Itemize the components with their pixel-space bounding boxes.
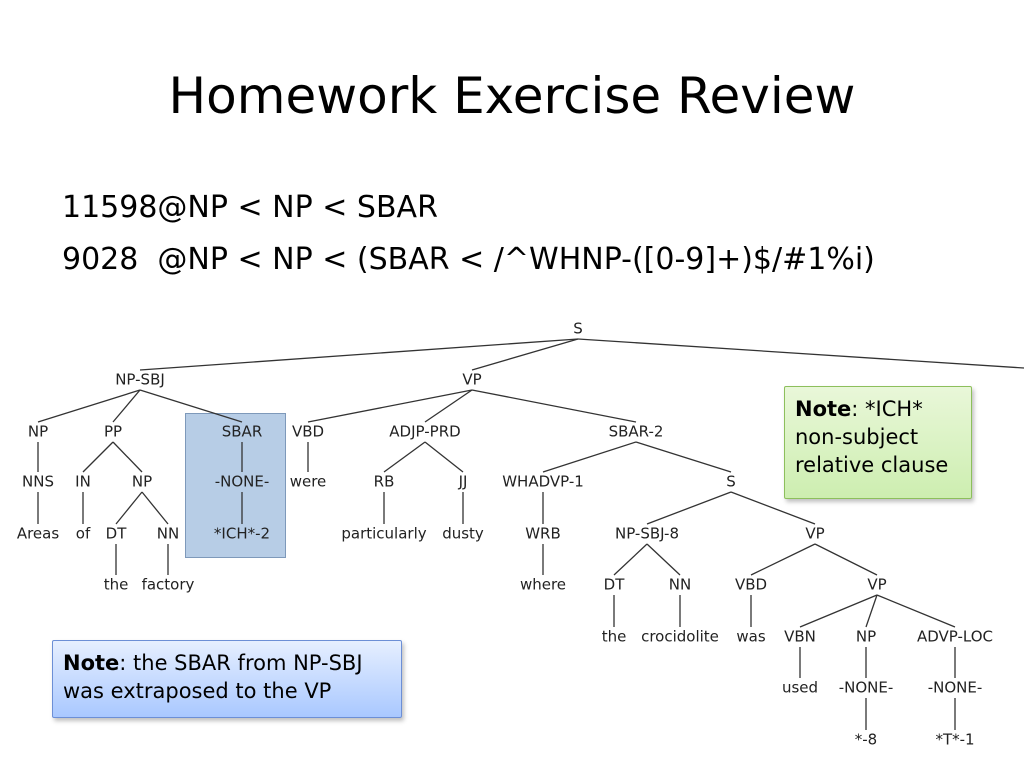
note-sbar: Note: the SBAR from NP-SBJ was extrapose…: [52, 640, 402, 718]
tree-node-where: where: [520, 576, 566, 594]
tree-edge-VP3-ADVP: [876, 594, 956, 628]
tree-node-the2: the: [602, 628, 627, 646]
tree-edge-S-VP: [471, 338, 579, 371]
tree-node-vbn: VBN: [784, 628, 816, 646]
tree-node-nn1: NN: [157, 525, 179, 543]
tree-edge-NP2-NN1: [141, 491, 169, 525]
tree-node-adjp: ADJP-PRD: [389, 423, 460, 441]
tree-edge-VP2-VBD2: [750, 543, 816, 576]
tree-node-star8: *-8: [855, 731, 877, 749]
tree-node-particularly: particularly: [341, 525, 426, 543]
tree-node-nn2: NN: [669, 576, 691, 594]
tree-node-advp: ADVP-LOC: [917, 628, 993, 646]
tree-node-t1: *T*-1: [935, 731, 974, 749]
tree-edge-VP3-VBN: [799, 594, 878, 628]
tree-edge-NPSBJ-PP: [112, 389, 141, 423]
tree-node-of: of: [76, 525, 91, 543]
tree-node-s: S: [573, 320, 583, 338]
tree-edge-NPSBJ-SBAR1: [139, 389, 243, 423]
tree-node-sbar1: SBAR: [222, 423, 263, 441]
tree-node-were: were: [290, 473, 327, 491]
note-sbar-text: : the SBAR from NP-SBJ was extraposed to…: [63, 651, 363, 703]
tree-edge-NPSBJ8-NN2: [646, 543, 681, 576]
tree-node-none3: -NONE-: [928, 679, 983, 697]
tree-edge-NPSBJ-NP1: [37, 389, 141, 423]
note-ich-label: Note: [795, 397, 852, 421]
query-line-1: 11598@NP < NP < SBAR: [62, 190, 438, 225]
tree-edge-SBAR2-WHADVP: [542, 441, 637, 473]
tree-edge-PP-NP2: [112, 441, 143, 473]
tree-node-vp3: VP: [867, 576, 886, 594]
tree-node-was: was: [736, 628, 765, 646]
tree-edge-VP-VBD1: [307, 389, 473, 423]
tree-edge-SBAR2-S2: [635, 441, 732, 473]
tree-node-pp: PP: [104, 423, 122, 441]
tree-node-crocidolite: crocidolite: [641, 628, 719, 646]
tree-node-dt1: DT: [106, 525, 128, 543]
tree-edge-VP3-NP3: [865, 594, 878, 628]
tree-node-whadvp: WHADVP-1: [502, 473, 584, 491]
tree-node-used: used: [782, 679, 818, 697]
tree-edge-VP-ADJP: [424, 389, 473, 423]
tree-edge-ADJP-JJ: [424, 441, 464, 473]
tree-node-vp2: VP: [805, 525, 824, 543]
tree-node-vbd2: VBD: [735, 576, 767, 594]
tree-node-ich: *ICH*-2: [214, 525, 270, 543]
tree-node-in: IN: [75, 473, 91, 491]
tree-node-areas: Areas: [17, 525, 60, 543]
tree-node-s2: S: [726, 473, 736, 491]
note-ich-text: : *ICH* non-subject relative clause: [795, 397, 949, 477]
tree-edge-NP2-DT1: [115, 491, 143, 525]
note-ich: Note: *ICH* non-subject relative clause: [784, 386, 972, 499]
tree-node-wrb: WRB: [525, 525, 561, 543]
tree-node-sbar2: SBAR-2: [609, 423, 664, 441]
query-line-2: 9028 @NP < NP < (SBAR < /^WHNP-([0-9]+)$…: [62, 242, 875, 277]
tree-edge-PP-IN: [82, 441, 114, 473]
tree-edge-NPSBJ8-DT2: [613, 543, 648, 576]
tree-node-np2: NP: [132, 473, 152, 491]
tree-node-rb: RB: [374, 473, 395, 491]
tree-edge-S-NPSBJ: [139, 338, 579, 371]
tree-node-vp: VP: [462, 371, 481, 389]
tree-edge-VP-SBAR2: [471, 389, 637, 423]
tree-node-np3: NP: [856, 628, 876, 646]
tree-edges: [37, 338, 1024, 730]
tree-node-dt2: DT: [604, 576, 626, 594]
note-sbar-label: Note: [63, 651, 120, 675]
tree-node-npsbj8: NP-SBJ-8: [615, 525, 679, 543]
tree-edge-S2-VP2: [730, 491, 816, 525]
tree-edge-VP2-VP3: [814, 543, 878, 576]
tree-edge-S2-NPSBJ8: [646, 491, 732, 525]
tree-node-npsbj: NP-SBJ: [115, 371, 165, 389]
slide-title: Homework Exercise Review: [168, 67, 856, 125]
tree-node-the1: the: [104, 576, 129, 594]
sbar-highlight-box: [185, 413, 286, 558]
tree-node-dusty: dusty: [442, 525, 484, 543]
tree-node-np1: NP: [28, 423, 48, 441]
tree-node-nns: NNS: [22, 473, 54, 491]
tree-edge-ADJP-RB: [383, 441, 426, 473]
tree-node-vbd1: VBD: [292, 423, 324, 441]
tree-edge-offscreen: [577, 338, 1024, 369]
tree-node-none1: -NONE-: [215, 473, 270, 491]
tree-node-jj: JJ: [458, 473, 468, 491]
tree-node-factory: factory: [142, 576, 195, 594]
tree-node-none2: -NONE-: [839, 679, 894, 697]
